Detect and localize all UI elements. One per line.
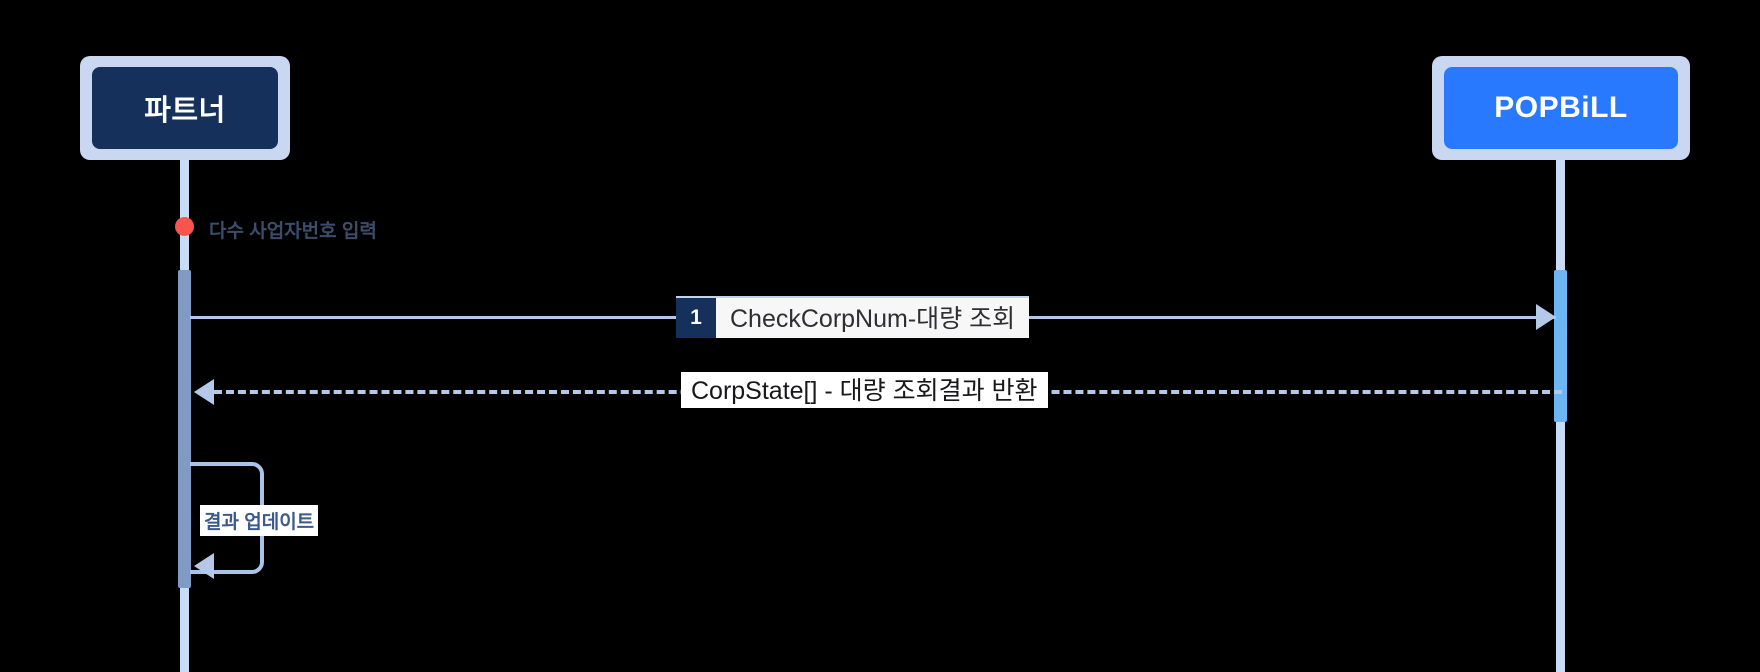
actor-box-popbill[interactable]: POPBiLL (1432, 56, 1690, 160)
message-arrowhead-1 (1536, 304, 1556, 330)
message-label-1[interactable]: 1 CheckCorpNum-대량 조회 (676, 296, 1030, 338)
message-seq-badge-1: 1 (676, 298, 716, 338)
self-loop-label-3: 결과 업데이트 (200, 505, 319, 536)
activation-bar-partner (178, 270, 191, 588)
start-note-label: 다수 사업자번호 입력 (209, 221, 377, 242)
activation-bar-popbill (1554, 270, 1567, 422)
message-text-1: CheckCorpNum-대량 조회 (730, 305, 1016, 333)
self-loop-arrowhead-3 (194, 553, 214, 579)
message-text-2: CorpState[] - 대량 조회결과 반환 (691, 377, 1038, 405)
start-dot-icon (175, 217, 194, 236)
actor-label-popbill: POPBiLL (1444, 67, 1678, 149)
message-arrowhead-2 (194, 379, 214, 405)
message-label-2[interactable]: CorpState[] - 대량 조회결과 반환 (681, 372, 1048, 408)
actor-box-partner[interactable]: 파트너 (80, 56, 290, 160)
actor-label-partner: 파트너 (92, 67, 278, 149)
